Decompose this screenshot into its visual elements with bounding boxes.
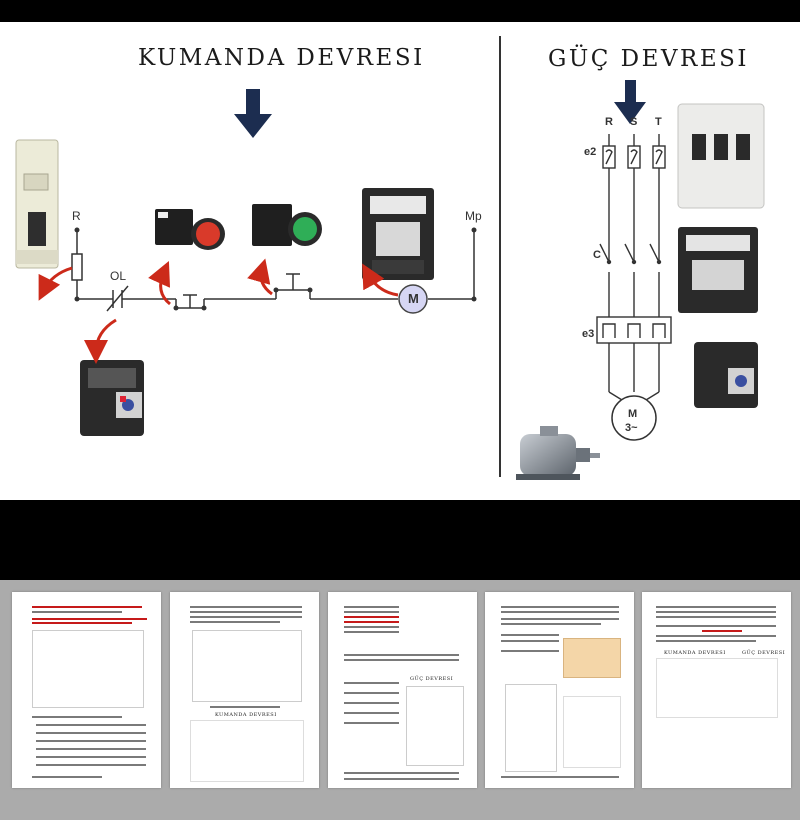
circuit-breaker-icon <box>15 139 59 269</box>
label-phase-s: S <box>630 116 638 128</box>
guc-title: GÜÇ DEVRESI <box>548 46 749 72</box>
thumbnail-diagram <box>32 630 144 708</box>
page-thumbnails: KUMANDA DEVRESI GÜÇ DEVRESI <box>0 580 800 820</box>
diagram-canvas: KUMANDA DEVRESI R OL Mp M GÜÇ DEVRESI R … <box>0 22 800 500</box>
thermal-relay-icon <box>80 360 144 436</box>
thumbnail-page-1[interactable] <box>12 592 161 788</box>
contactor-icon <box>362 188 434 280</box>
label-motor-coil: M <box>408 291 419 306</box>
power-circuit <box>596 134 672 401</box>
three-pole-breaker-icon <box>677 103 765 209</box>
label-r: R <box>72 209 81 223</box>
guc-down-arrow <box>614 80 646 124</box>
thumbnail-page-5[interactable]: KUMANDA DEVRESI GÜÇ DEVRESI <box>642 592 791 788</box>
label-e2: e2 <box>584 146 597 158</box>
thumbnail-page-2[interactable]: KUMANDA DEVRESI <box>170 592 319 788</box>
label-e3: e3 <box>582 328 595 340</box>
kumanda-title: KUMANDA DEVRESI <box>138 45 425 71</box>
label-c: C <box>593 249 601 261</box>
three-phase-motor-symbol <box>611 395 657 441</box>
label-phase-t: T <box>655 116 662 128</box>
label-motor: M <box>628 408 638 420</box>
label-ol: OL <box>110 269 127 283</box>
thumbnail-page-3[interactable]: GÜÇ DEVRESI <box>328 592 477 788</box>
control-motor-coil <box>398 284 428 314</box>
red-arrows-control <box>38 258 399 364</box>
thumb2-title: KUMANDA DEVRESI <box>215 712 277 718</box>
label-motor-phase: 3~ <box>625 422 638 434</box>
diagram-drawing <box>15 36 765 480</box>
red-push-button-icon <box>155 209 225 250</box>
thumb3-title: GÜÇ DEVRESI <box>410 676 454 682</box>
kumanda-down-arrow <box>234 89 272 138</box>
control-circuit <box>71 230 475 312</box>
three-phase-motor-icon <box>516 426 600 480</box>
green-push-button-icon <box>252 204 322 246</box>
thumbnail-page-4[interactable] <box>485 592 634 788</box>
contactor-icon-power <box>678 227 758 313</box>
thumb5-right-title: GÜÇ DEVRESI <box>742 650 786 656</box>
thermal-relay-icon-power <box>694 342 758 408</box>
label-mp: Mp <box>465 209 482 223</box>
thumb5-left-title: KUMANDA DEVRESI <box>664 650 726 656</box>
label-phase-r: R <box>605 116 613 128</box>
